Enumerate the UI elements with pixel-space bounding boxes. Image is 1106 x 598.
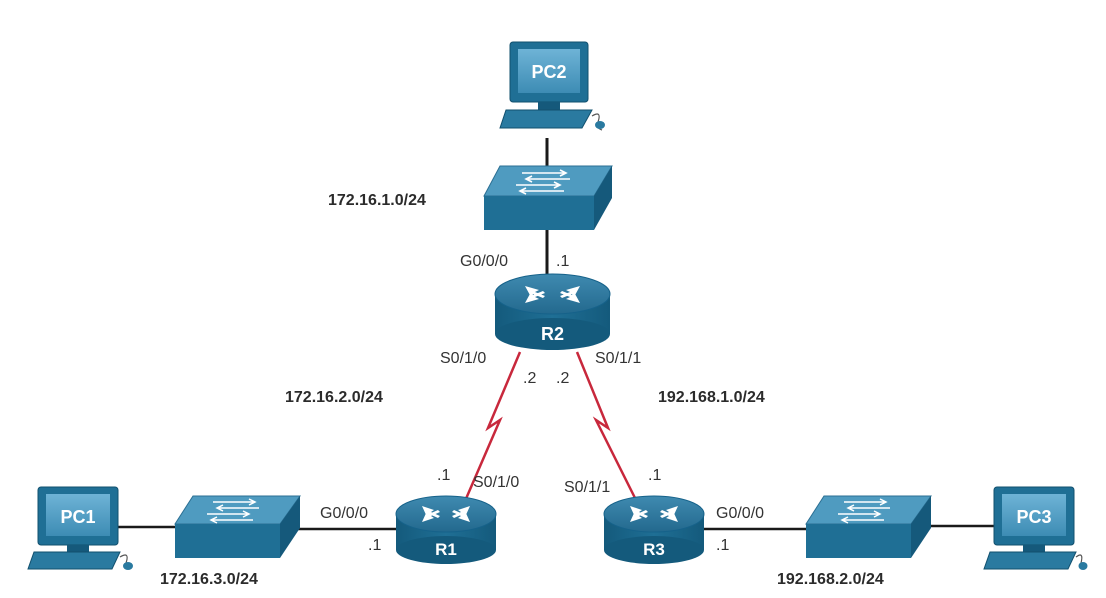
- router-top: [494, 273, 611, 315]
- router-r2[interactable]: R2: [494, 273, 611, 350]
- mouse-icon: [1078, 562, 1088, 570]
- pc1-label: PC1: [60, 507, 95, 527]
- mouse-icon: [123, 562, 133, 570]
- network-label-lan-r2: 172.16.1.0/24: [328, 192, 426, 209]
- network-label-wan-r2-r3: 192.168.1.0/24: [658, 389, 765, 406]
- r1-s010-ip: .1: [437, 467, 450, 484]
- r3-label: R3: [643, 540, 665, 559]
- r2-s010-ip: .2: [523, 370, 536, 387]
- keyboard: [983, 551, 1077, 570]
- keyboard: [499, 109, 593, 129]
- switch-front: [806, 524, 911, 558]
- router-arrows-icon: [422, 506, 470, 522]
- monitor-screen: [1002, 494, 1066, 536]
- r3-s011-ip: .1: [648, 467, 661, 484]
- r3-g000-ip: .1: [716, 537, 729, 554]
- router-top: [395, 495, 497, 533]
- switch-front: [484, 196, 594, 230]
- r1-label: R1: [435, 540, 457, 559]
- r2-s010-label: S0/1/0: [440, 350, 486, 367]
- serial-link-r2-r3: [575, 351, 642, 509]
- switch-arrows-icon: [207, 498, 259, 524]
- switch-front: [175, 524, 280, 558]
- r3-s011-label: S0/1/1: [564, 479, 610, 496]
- switch-3[interactable]: [805, 495, 932, 558]
- monitor-screen: [518, 49, 580, 93]
- r2-s011-ip: .2: [556, 370, 569, 387]
- router-bottom: [604, 536, 704, 564]
- r1-s010-label: S0/1/0: [473, 474, 519, 491]
- router-top: [603, 495, 705, 533]
- switch-arrows-icon: [516, 169, 570, 195]
- switch-1[interactable]: [174, 495, 301, 558]
- router-arrows-icon: [525, 286, 580, 303]
- monitor-stand: [538, 102, 560, 110]
- monitor-stand: [1023, 545, 1045, 552]
- r1-g000-ip: .1: [368, 537, 381, 554]
- pc1[interactable]: PC1: [27, 486, 133, 570]
- network-label-lan-r1: 172.16.3.0/24: [160, 571, 258, 588]
- network-label-lan-r3: 192.168.2.0/24: [777, 571, 884, 588]
- r3-g000-label: G0/0/0: [716, 505, 764, 522]
- router-arrows-icon: [630, 506, 678, 522]
- r2-s011-label: S0/1/1: [595, 350, 641, 367]
- pc2-label: PC2: [531, 62, 566, 82]
- switch-side: [594, 166, 612, 230]
- r1-g000-label: G0/0/0: [320, 505, 368, 522]
- switch-arrows-icon: [838, 498, 890, 524]
- pc3-label: PC3: [1016, 507, 1051, 527]
- network-label-wan-r1-r2: 172.16.2.0/24: [285, 389, 383, 406]
- switch-side: [280, 496, 300, 558]
- r2-label: R2: [541, 324, 564, 344]
- switch-2[interactable]: [483, 165, 613, 230]
- monitor-stand: [67, 545, 89, 552]
- serial-link-r2-r1: [460, 351, 522, 509]
- r2-g000-label: G0/0/0: [460, 253, 508, 270]
- mouse-icon: [595, 121, 605, 129]
- router-r1[interactable]: R1: [395, 495, 497, 564]
- keyboard: [27, 551, 121, 570]
- r2-g000-ip: .1: [556, 253, 569, 270]
- switch-side: [911, 496, 931, 558]
- router-r3[interactable]: R3: [603, 495, 705, 564]
- monitor-screen: [46, 494, 110, 536]
- router-bottom: [396, 536, 496, 564]
- pc2[interactable]: PC2: [499, 41, 605, 131]
- router-bottom: [495, 318, 610, 350]
- pc3[interactable]: PC3: [983, 486, 1088, 570]
- links: [118, 138, 994, 531]
